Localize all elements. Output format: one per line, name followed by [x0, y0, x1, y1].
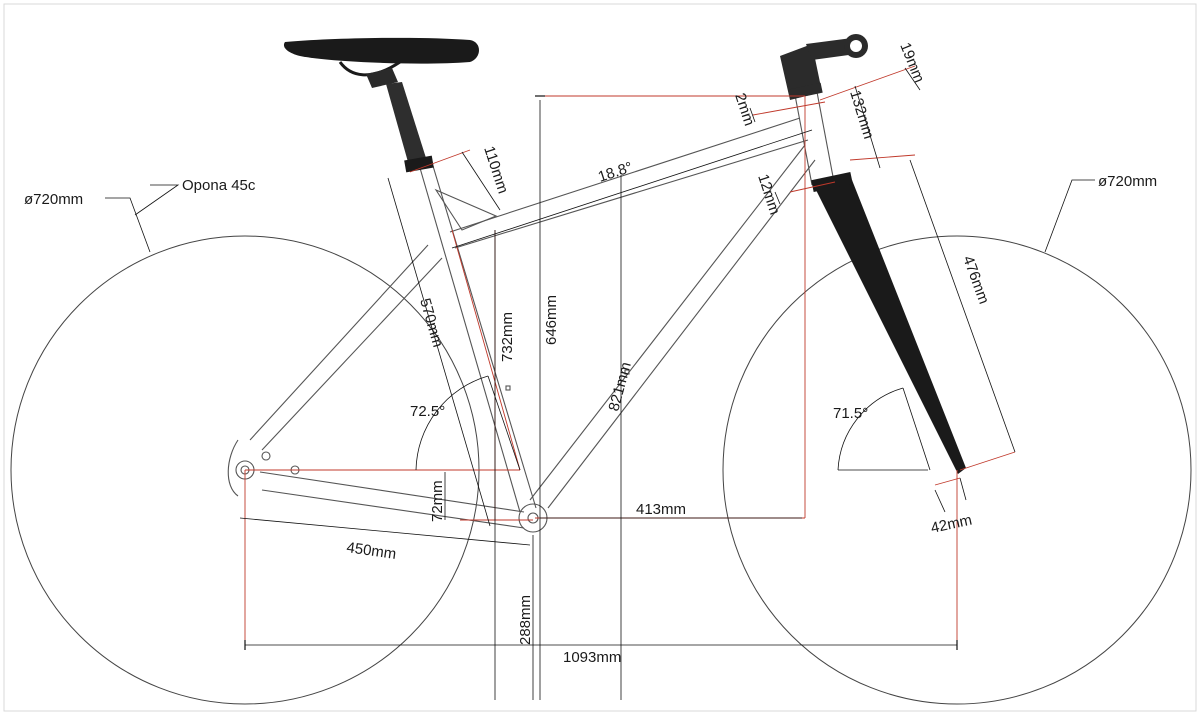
label-top-extension: 110mm	[480, 144, 511, 196]
label-wheel-diameter-left: ø720mm	[24, 191, 83, 208]
label-stack: 646mm	[543, 295, 560, 345]
frame	[227, 91, 835, 533]
fork	[811, 171, 966, 474]
label-wheel-diameter-right: ø720mm	[1098, 173, 1157, 190]
labels: ø720mm Opona 45c ø720mm 19mm 2mm 132mm 1…	[24, 40, 1157, 666]
label-bb-height: 288mm	[517, 595, 534, 645]
label-seat-tube-length: 570mm	[416, 296, 446, 349]
stem-handlebar	[780, 34, 868, 100]
saddle	[283, 37, 479, 88]
seatpost	[386, 82, 434, 173]
label-fork-offset: 42mm	[929, 512, 973, 537]
label-spacer-2: 2mm	[731, 91, 757, 128]
label-head-tube-length: 132mm	[846, 88, 877, 141]
label-head-tube-angle: 71.5°	[833, 405, 868, 422]
front-wheel	[722, 235, 1192, 705]
dimension-lines-black	[105, 67, 1095, 700]
label-bb-drop: 72mm	[429, 480, 446, 522]
label-seat-tube-angle: 72.5°	[410, 403, 445, 420]
label-tire: Opona 45c	[182, 177, 256, 194]
label-seat-tube-ctt: 732mm	[499, 312, 516, 362]
label-chainstay: 450mm	[345, 539, 397, 563]
label-reach: 413mm	[636, 501, 686, 518]
image-border	[3, 3, 1197, 712]
label-fork-length: 476mm	[959, 254, 992, 307]
label-821: 821mm	[605, 360, 634, 413]
label-wheelbase: 1093mm	[563, 649, 621, 666]
label-spacer-top: 19mm	[896, 40, 927, 85]
label-top-tube-angle: 18.8°	[596, 159, 635, 186]
